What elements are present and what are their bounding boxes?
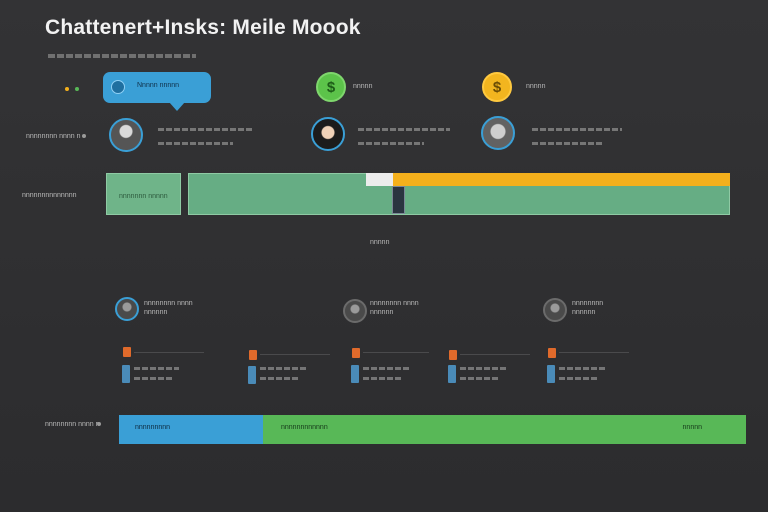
person-sub: nnnnnn xyxy=(144,309,168,316)
dollar-icon[interactable]: $ xyxy=(316,72,346,102)
chat-icon xyxy=(111,80,125,94)
progress-left-label: nnnnnnnnn xyxy=(135,424,171,431)
person-sub: nnnnnn xyxy=(572,309,596,316)
status-dot-green xyxy=(75,87,79,91)
row-label: nnnnnnnn nnnn n xyxy=(26,133,81,140)
divider xyxy=(559,352,629,353)
chat-bubble[interactable]: Nnnnn nnnnn xyxy=(103,72,211,111)
badge-glyph: $ xyxy=(326,78,336,96)
row-label: nnnnnnnnnnnnnn xyxy=(22,192,77,199)
subtitle-placeholder xyxy=(48,54,196,58)
avatar[interactable] xyxy=(481,116,515,150)
avatar[interactable] xyxy=(115,297,139,321)
status-dot-yellow xyxy=(65,87,69,91)
progress-bar[interactable]: nnnnnnnnn nnnnnnnnnnnn nnnnn xyxy=(119,415,746,444)
divider xyxy=(363,352,429,353)
avatar[interactable] xyxy=(311,117,345,151)
message-line xyxy=(358,142,424,145)
contact-label: nnnnn xyxy=(526,83,546,90)
divider xyxy=(134,352,204,353)
timeline-block[interactable]: nnnnnnn nnnnn xyxy=(106,173,181,215)
row-dot xyxy=(82,134,86,138)
money-icon[interactable]: $ xyxy=(482,72,512,102)
timeline-segment-yellow[interactable] xyxy=(393,173,730,186)
file-line xyxy=(134,377,172,380)
message-line xyxy=(158,142,233,145)
avatar[interactable] xyxy=(109,118,143,152)
person-name: nnnnnnnn xyxy=(572,300,604,307)
file-line xyxy=(460,377,500,380)
file-icon[interactable] xyxy=(449,350,457,360)
person-name: nnnnnnnn nnnn xyxy=(144,300,193,307)
avatar[interactable] xyxy=(343,299,367,323)
row-dot xyxy=(97,422,101,426)
message-line xyxy=(158,128,253,131)
timeline-block-label: nnnnnnn nnnnn xyxy=(119,193,168,200)
file-line xyxy=(559,377,599,380)
timeline-marker[interactable] xyxy=(392,186,405,214)
file-icon[interactable] xyxy=(249,350,257,360)
file-line xyxy=(363,367,409,370)
progress-fill-green: nnnnnnnnnnnn nnnnn xyxy=(263,415,746,444)
divider xyxy=(460,354,530,355)
document-icon[interactable] xyxy=(122,365,130,383)
file-line xyxy=(559,367,605,370)
file-line xyxy=(363,377,403,380)
page-title: Chattenert+Insks: Meile Moook xyxy=(45,16,361,39)
message-line xyxy=(532,142,602,145)
progress-right-label: nnnnn xyxy=(682,424,702,431)
message-line xyxy=(532,128,622,131)
contact-label: nnnnn xyxy=(353,83,373,90)
timeline-center-label: nnnnn xyxy=(370,239,390,246)
divider xyxy=(260,354,330,355)
file-icon[interactable] xyxy=(548,348,556,358)
badge-glyph: $ xyxy=(492,78,502,96)
document-icon[interactable] xyxy=(351,365,359,383)
person-sub: nnnnnn xyxy=(370,309,394,316)
file-line xyxy=(134,367,179,370)
file-line xyxy=(260,377,298,380)
progress-middle-label: nnnnnnnnnnnn xyxy=(281,424,328,431)
avatar[interactable] xyxy=(543,298,567,322)
progress-fill-blue: nnnnnnnnn xyxy=(119,415,263,444)
timeline-segment-white[interactable] xyxy=(366,173,393,186)
file-icon[interactable] xyxy=(123,347,131,357)
file-icon[interactable] xyxy=(352,348,360,358)
person-name: nnnnnnnn nnnn xyxy=(370,300,419,307)
chat-bubble-label: Nnnnn nnnnn xyxy=(137,82,180,89)
document-icon[interactable] xyxy=(248,366,256,384)
message-line xyxy=(358,128,450,131)
file-line xyxy=(260,367,306,370)
document-icon[interactable] xyxy=(448,365,456,383)
file-line xyxy=(460,367,506,370)
row-label: nnnnnnnn nnnn n xyxy=(45,421,100,428)
document-icon[interactable] xyxy=(547,365,555,383)
